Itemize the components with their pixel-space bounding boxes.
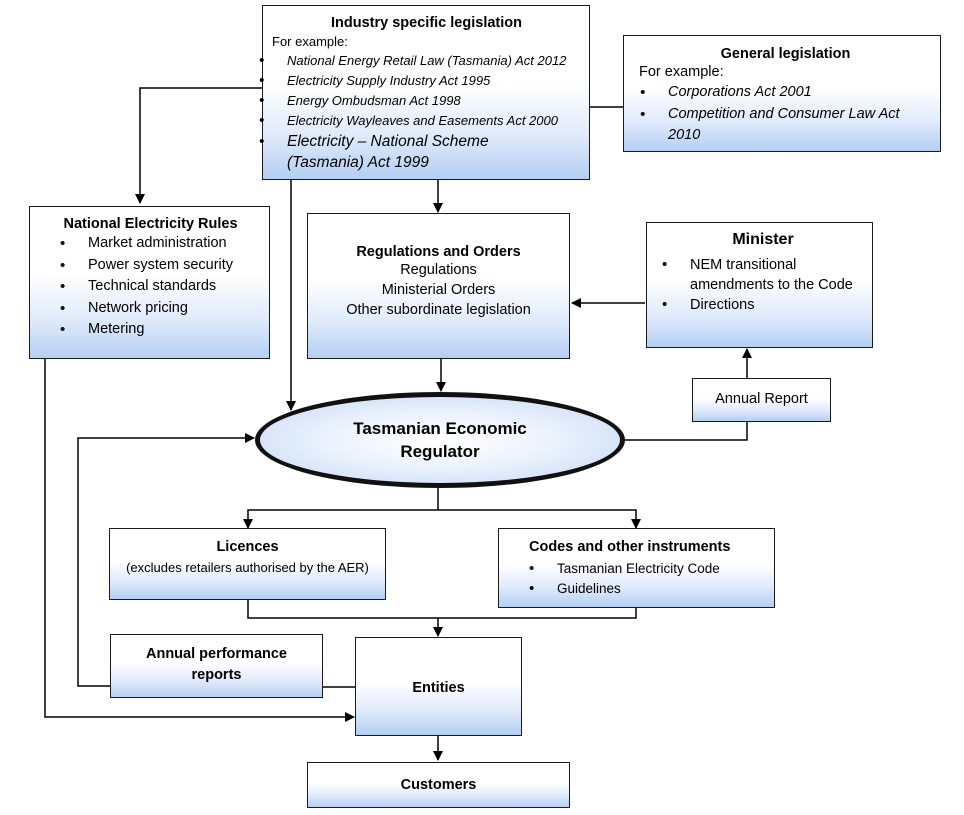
list-item: Tasmanian Electricity Code — [529, 559, 766, 579]
list-item: Energy Ombudsman Act 1998 — [259, 91, 581, 111]
list-item: Corporations Act 2001 — [640, 82, 932, 104]
regulations-line: Regulations — [400, 262, 477, 278]
list-item: Competition and Consumer Law Act 2010 — [640, 104, 932, 147]
list-item: Network pricing — [60, 298, 261, 320]
customers-label: Customers — [400, 777, 477, 793]
list-item: National Energy Retail Law (Tasmania) Ac… — [259, 51, 581, 71]
list-item: Electricity – National Scheme (Tasmania)… — [259, 131, 567, 173]
industry-legislation-box: Industry specific legislation For exampl… — [259, 5, 590, 180]
arrow-licences-to-entities — [247, 600, 443, 637]
annual-report-box: Annual Report — [692, 378, 831, 422]
arrow-industry-to-rules — [135, 87, 262, 204]
performance-reports-line1: Annual performance — [146, 646, 287, 662]
arrow-to-licences — [243, 509, 438, 529]
entities-box: Entities — [355, 637, 522, 736]
arrow-performance-to-regulator — [77, 433, 255, 687]
performance-reports-line2: reports — [191, 667, 242, 683]
list-item: Guidelines — [529, 579, 766, 599]
national-electricity-rules-box: National Electricity Rules Market admini… — [29, 206, 270, 359]
national-electricity-rules-list: Market administration Power system secur… — [40, 233, 261, 341]
tasmanian-economic-regulator: Tasmanian Economic Regulator — [255, 392, 625, 488]
industry-legislation-intro: For example: — [272, 34, 348, 49]
minister-box: Minister NEM transitional amendments to … — [646, 222, 873, 348]
list-item: Electricity Wayleaves and Easements Act … — [259, 111, 581, 131]
customers-box: Customers — [307, 762, 570, 808]
codes-instruments-list: Tasmanian Electricity Code Guidelines — [529, 559, 766, 599]
ministerial-orders-line: Ministerial Orders — [381, 282, 496, 298]
regulations-orders-box: Regulations and Orders Regulations Minis… — [307, 213, 570, 359]
annual-report-label: Annual Report — [715, 391, 808, 407]
licences-title: Licences — [216, 539, 279, 555]
regulations-orders-title: Regulations and Orders — [356, 244, 521, 260]
industry-legislation-list: National Energy Retail Law (Tasmania) Ac… — [259, 51, 581, 173]
arrow-rules-to-entities — [44, 358, 355, 722]
line-regulator-to-report — [625, 422, 748, 441]
general-legislation-intro: For example: — [639, 64, 724, 80]
minister-title: Minister — [732, 231, 794, 248]
list-item: Electricity Supply Industry Act 1995 — [259, 71, 581, 91]
licences-subtitle: (excludes retailers authorised by the AE… — [126, 560, 369, 575]
subordinate-legislation-line: Other subordinate legislation — [346, 302, 531, 318]
regulator-label-line2: Regulator — [400, 442, 480, 461]
general-legislation-list: Corporations Act 2001 Competition and Co… — [639, 82, 932, 147]
general-legislation-title: General legislation — [720, 46, 851, 62]
list-item: Technical standards — [60, 276, 261, 298]
arrow-to-codes — [438, 509, 641, 529]
list-item: Power system security — [60, 255, 261, 277]
annual-performance-reports-box: Annual performance reports — [110, 634, 323, 698]
codes-instruments-box: Codes and other instruments Tasmanian El… — [498, 528, 775, 608]
codes-instruments-title: Codes and other instruments — [529, 539, 731, 555]
list-item: Directions — [662, 295, 864, 315]
list-item: NEM transitional amendments to the Code — [662, 255, 864, 295]
national-electricity-rules-title: National Electricity Rules — [63, 216, 238, 232]
general-legislation-box: General legislation For example: Corpora… — [623, 35, 941, 152]
list-item: Market administration — [60, 233, 261, 255]
list-item: Metering — [60, 319, 261, 341]
industry-legislation-title: Industry specific legislation — [331, 15, 522, 31]
regulator-label-line1: Tasmanian Economic — [353, 419, 527, 438]
line-codes-to-entities — [438, 608, 637, 619]
entities-label: Entities — [412, 680, 465, 696]
minister-list: NEM transitional amendments to the Code … — [662, 255, 864, 315]
licences-box: Licences (excludes retailers authorised … — [109, 528, 386, 600]
